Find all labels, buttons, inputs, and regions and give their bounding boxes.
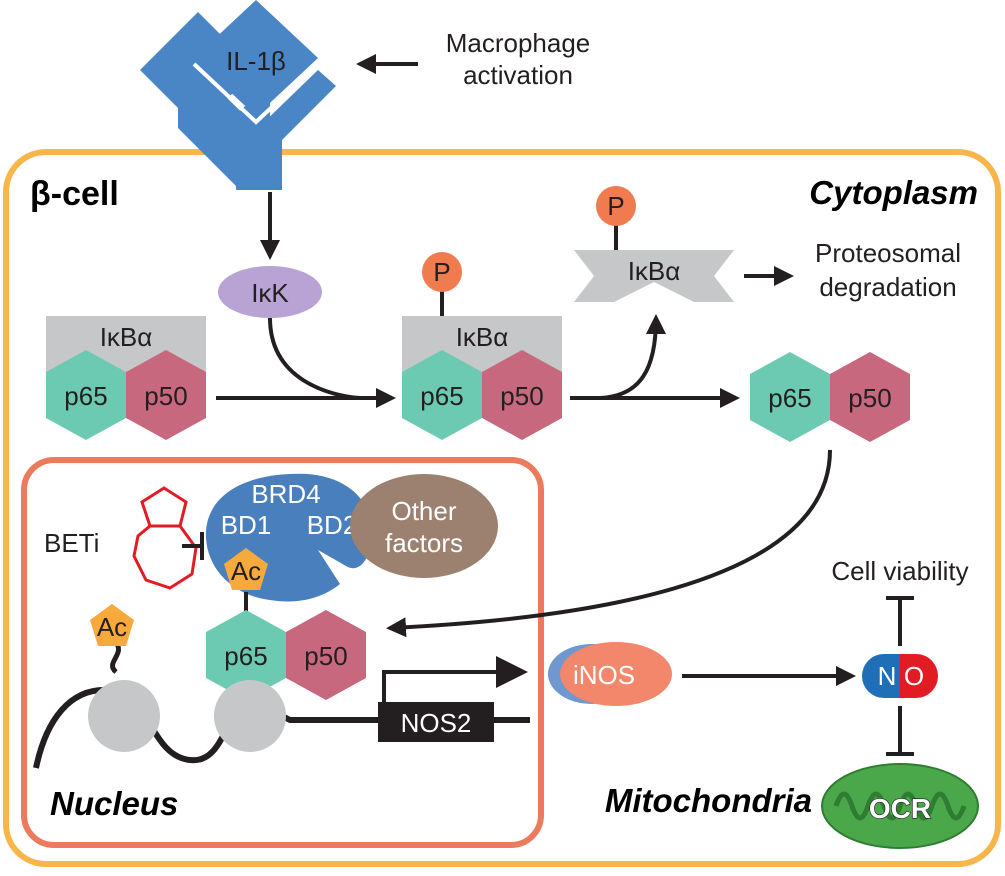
phospho-2 [596,186,636,226]
ikk-node [218,266,322,318]
p50-label-2: p50 [500,381,543,411]
viability-label: Cell viability [831,556,968,586]
p65-nuclear [206,610,286,700]
nuclear-envelope [21,457,544,848]
stimulus-line2: activation [463,60,573,90]
p50-label-1: p50 [144,381,187,411]
no-o-label: O [904,661,924,691]
il1b-receptor [140,0,336,190]
p50-label-4: p50 [304,641,347,671]
beti-label: BETi [44,528,99,558]
other-line1: Other [391,496,456,526]
acetyl-label-1: Ac [231,556,261,586]
inos-label: iNOS [573,660,635,690]
ikba-phospho-free [574,186,734,302]
p65-p50-dimer-free [750,352,910,442]
acetyl-p65 [224,548,268,590]
nucleus-label: Nucleus [50,785,178,822]
mito-cristae [833,791,967,821]
p50-hexagon [830,352,910,442]
ikba-label-2: IκBα [456,322,509,352]
no-o-half [900,654,938,698]
transcription-arrowhead [496,656,528,688]
complex-ikba-phospho [402,252,562,440]
bd1-label: BD1 [221,510,272,540]
degradation-line1: Proteosomal [815,238,961,268]
cell-membrane [3,149,1001,867]
phospho-1 [422,252,462,292]
mitochondria-label: Mitochondria [605,782,812,819]
no-n-label: N [878,661,897,691]
p50-label-3: p50 [848,383,891,413]
p50-nuclear [286,610,366,700]
cell-label: β-cell [30,175,119,213]
bd2-label: BD2 [307,510,358,540]
other-line2: factors [385,528,463,558]
beti-molecule [132,486,198,590]
nucleosome-1 [88,680,160,752]
acetyl-histone [90,604,134,646]
phospho-label-1: P [433,257,450,287]
p50-hexagon [126,350,206,440]
other-factors [350,474,498,578]
no-n-half [862,654,900,698]
nucleosome-2 [214,680,286,752]
nos2-gene [378,702,494,742]
complex2-to-ikba-arrow [599,314,666,400]
p65-label-4: p65 [224,641,267,671]
p65-hexagon [46,350,126,440]
stimulus-line1: Macrophage [446,28,591,58]
p65-hexagon [750,352,830,442]
ikk-to-complex2-arrow [268,317,361,400]
ligand-label: IL-1β [226,46,286,76]
p65-label-2: p65 [420,381,463,411]
transcription-arrow [382,670,500,702]
brd4-label: BRD4 [251,479,320,509]
ikk-label: IκK [251,278,289,308]
phospho-label-2: P [607,191,624,221]
p65-hexagon [402,350,482,440]
nos2-label: NOS2 [401,708,472,738]
ikba-label-3: IκBα [628,256,681,286]
complex-ikba-inactive [46,316,206,440]
ikba-label-1: IκBα [100,322,153,352]
cytoplasm-label: Cytoplasm [809,174,978,211]
inos-front [560,642,672,706]
p65-label-3: p65 [768,383,811,413]
p50-hexagon [482,350,562,440]
ocr-label: OCR [869,793,931,824]
acetyl-label-2: Ac [97,612,127,642]
p65-label-1: p65 [64,381,107,411]
degradation-line2: degradation [819,272,956,302]
nuclear-translocation-arrow [386,449,832,638]
